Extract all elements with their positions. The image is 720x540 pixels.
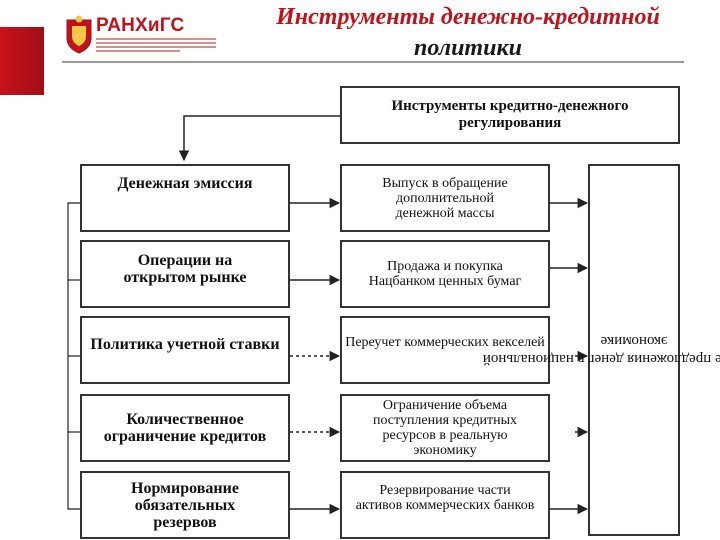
effect-label: Резервирование части активов коммерчески… [355, 483, 535, 513]
effect-box-rediscount: Переучет коммерческих векселей [340, 316, 550, 384]
instrument-box-discount-rate: Политика учетной ставки [80, 316, 290, 384]
instrument-label: Количественное ограничение кредитов [103, 411, 267, 445]
effect-box-reserving: Резервирование части активов коммерчески… [340, 471, 550, 539]
ranepa-logo: РАНХиГС [64, 14, 216, 60]
effect-box-credit-resources: Ограничение объема поступления кредитных… [340, 394, 550, 462]
left-bracket-line [67, 202, 80, 510]
instruments-header-text: Инструменты кредитно-денежного регулиров… [391, 98, 629, 131]
page-title: Инструменты денежно-кредитной политики [228, 2, 708, 64]
top-to-emission-arrow [178, 115, 340, 162]
effect-label: Продажа и покупка Нацбанком ценных бумаг [368, 259, 522, 289]
instrument-box-open-market: Операции на открытом рынке [80, 240, 290, 308]
result-text: Изменение предложения денег в национальн… [482, 333, 720, 367]
title-line-1: Инструменты денежно-кредитной [276, 4, 660, 30]
title-line-2: политики [414, 35, 522, 61]
instrument-box-reserves: Нормирование обязательных резервов [80, 471, 290, 539]
instrument-label: Операции на открытом рынке [123, 252, 247, 286]
effect-label: Выпуск в обращение дополнительной денежн… [382, 175, 508, 221]
effect-label: Ограничение объема поступления кредитных… [372, 398, 518, 458]
brand-name: РАНХиГС [96, 15, 185, 36]
header-divider [62, 61, 684, 63]
instrument-label: Нормирование обязательных резервов [131, 479, 239, 531]
instrument-box-credit-limit: Количественное ограничение кредитов [80, 394, 290, 462]
result-box: Изменение предложения денег в национальн… [483, 164, 720, 536]
result-label: Изменение предложения денег в национальн… [483, 185, 720, 515]
emblem-icon [66, 15, 92, 54]
effect-box-issue: Выпуск в обращение дополнительной денежн… [340, 164, 550, 232]
red-accent-bar [0, 27, 44, 95]
logo-small-text [96, 38, 216, 58]
effect-box-securities: Продажа и покупка Нацбанком ценных бумаг [340, 240, 550, 308]
instruments-header-box: Инструменты кредитно-денежного регулиров… [340, 86, 680, 144]
instrument-label: Политика учетной ставки [90, 335, 280, 353]
instrument-label: Денежная эмиссия [117, 174, 253, 192]
instrument-box-emission: Денежная эмиссия [80, 164, 290, 232]
effect-label: Переучет коммерческих векселей [345, 334, 545, 350]
